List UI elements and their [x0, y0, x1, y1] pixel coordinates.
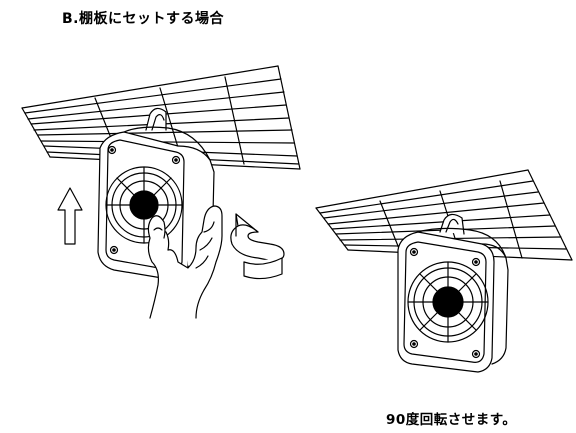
fan-grille-right — [407, 261, 489, 343]
section-heading: B.棚板にセットする場合 — [62, 11, 224, 27]
fan-grille-left — [105, 166, 183, 244]
wire-shelf-left — [21, 65, 301, 170]
arrow-up-icon — [57, 187, 83, 245]
fan-unit-right — [397, 227, 509, 373]
right-figure — [315, 169, 573, 373]
rotate-arrow-icon — [230, 213, 285, 280]
hand-illustration — [147, 205, 223, 319]
left-figure — [21, 65, 301, 319]
rotation-caption: 90度回転させます。 — [386, 412, 517, 428]
